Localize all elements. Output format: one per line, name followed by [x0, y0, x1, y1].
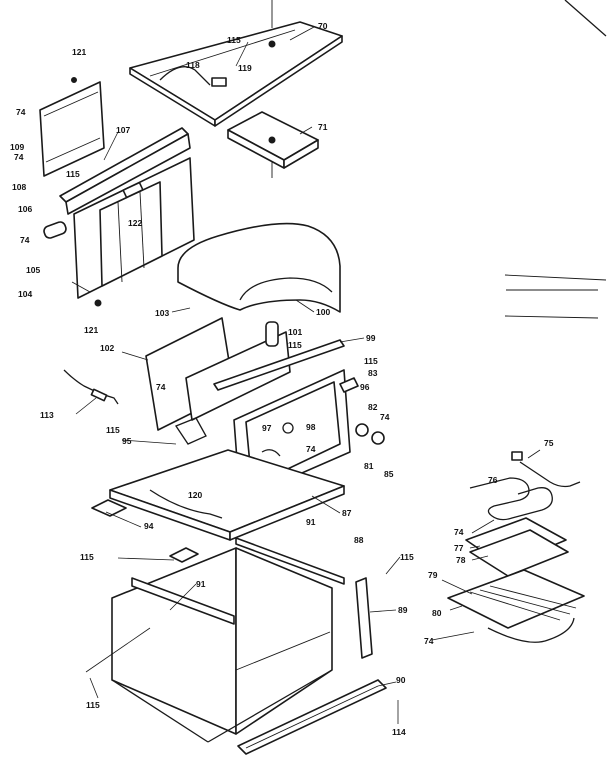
label-115: 115 [86, 700, 100, 710]
label-78: 78 [456, 555, 466, 565]
corner-line-top-right [564, 0, 607, 37]
label-105: 105 [26, 265, 40, 275]
label-76: 76 [488, 475, 498, 485]
label-77: 77 [454, 543, 464, 553]
part-number-labels: 70 115 118 119 71 121 74 107 109 74 108 … [10, 21, 554, 737]
switch-cylinder [43, 221, 67, 239]
inner-channel [73, 157, 195, 299]
label-75: 75 [544, 438, 554, 448]
label-115: 115 [66, 169, 80, 179]
label-96: 96 [360, 382, 370, 392]
label-115: 115 [400, 552, 414, 562]
label-122: 122 [128, 218, 142, 228]
label-91: 91 [306, 517, 316, 527]
label-74: 74 [306, 444, 316, 454]
label-101: 101 [288, 327, 302, 337]
label-102: 102 [100, 343, 114, 353]
back-panel [39, 77, 105, 177]
top-rail [59, 127, 191, 215]
oven-hood [177, 222, 341, 313]
heating-element [469, 451, 581, 521]
label-104: 104 [18, 289, 32, 299]
label-121: 121 [72, 47, 86, 57]
label-115: 115 [227, 35, 241, 45]
label-97: 97 [262, 423, 272, 433]
label-82: 82 [368, 402, 378, 412]
label-107: 107 [116, 125, 130, 135]
label-114: 114 [392, 727, 406, 737]
lamp-socket [265, 321, 279, 347]
leader-lines [71, 26, 541, 724]
label-120: 120 [188, 490, 202, 500]
label-74: 74 [156, 382, 166, 392]
label-83: 83 [368, 368, 378, 378]
label-121: 121 [84, 325, 98, 335]
label-118: 118 [186, 60, 200, 70]
label-74: 74 [14, 152, 24, 162]
label-74: 74 [424, 636, 434, 646]
top-cover [129, 21, 343, 127]
label-74: 74 [16, 107, 26, 117]
label-115: 115 [288, 340, 302, 350]
bottom-tray [109, 417, 345, 541]
margin-line-1 [504, 274, 607, 281]
label-115: 115 [106, 425, 120, 435]
label-100: 100 [316, 307, 330, 317]
latch-parts [339, 377, 385, 445]
label-113: 113 [40, 410, 54, 420]
label-99: 99 [366, 333, 376, 343]
label-103: 103 [155, 308, 169, 318]
wire-harness [63, 369, 119, 405]
label-79: 79 [428, 570, 438, 580]
label-106: 106 [18, 204, 32, 214]
trim-strip [213, 339, 345, 391]
brackets [91, 499, 199, 563]
label-91: 91 [196, 579, 206, 589]
margin-line-3 [504, 315, 599, 319]
label-94: 94 [144, 521, 154, 531]
label-71: 71 [318, 122, 328, 132]
label-95: 95 [122, 436, 132, 446]
label-85: 85 [384, 469, 394, 479]
label-81: 81 [364, 461, 374, 471]
label-90: 90 [396, 675, 406, 685]
label-80: 80 [432, 608, 442, 618]
label-89: 89 [398, 605, 408, 615]
insulation-block [227, 111, 319, 169]
oven-racks [447, 517, 585, 643]
label-74: 74 [454, 527, 464, 537]
label-115: 115 [364, 356, 378, 366]
label-98: 98 [306, 422, 316, 432]
label-74: 74 [380, 412, 390, 422]
cabinet-body [111, 537, 345, 743]
label-108: 108 [12, 182, 26, 192]
label-87: 87 [342, 508, 352, 518]
label-109: 109 [10, 142, 24, 152]
label-70: 70 [318, 21, 328, 31]
bottom-trim [237, 679, 387, 755]
label-119: 119 [238, 63, 252, 73]
label-115: 115 [80, 552, 94, 562]
label-88: 88 [354, 535, 364, 545]
screw-121 [94, 299, 102, 307]
label-74: 74 [20, 235, 30, 245]
side-strip [355, 577, 373, 659]
